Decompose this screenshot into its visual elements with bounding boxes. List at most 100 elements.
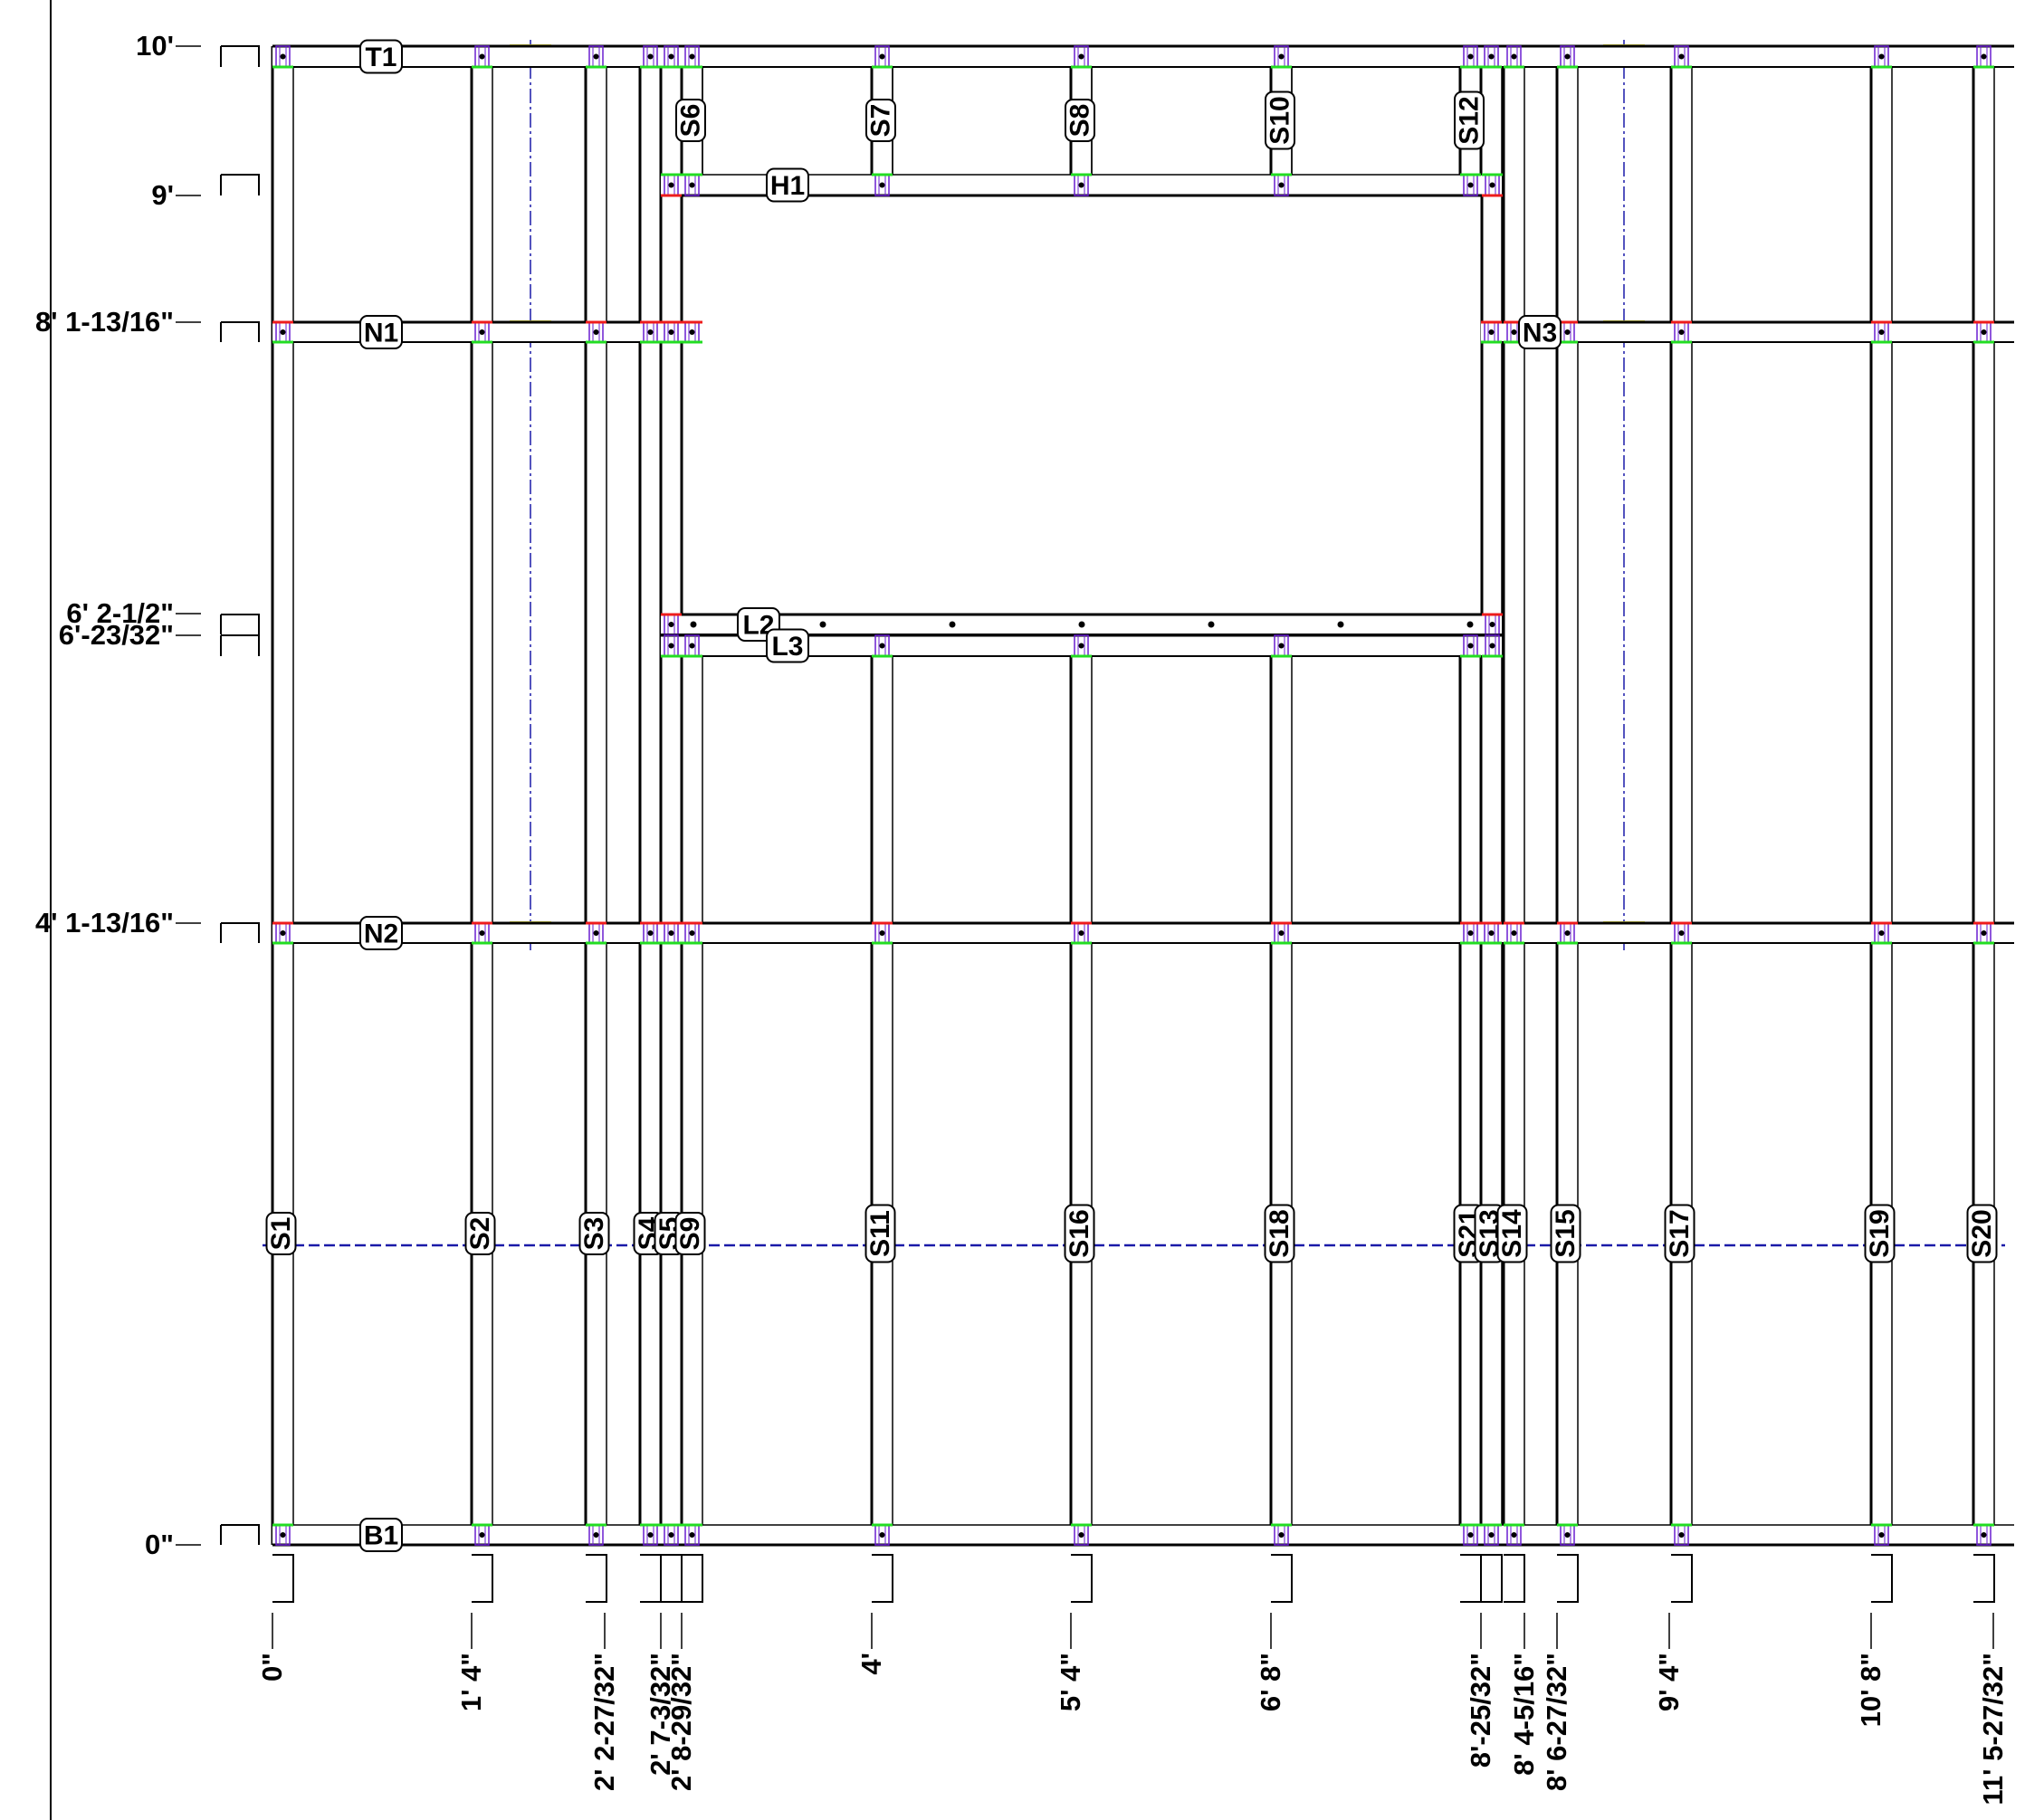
svg-text:10': 10' — [136, 30, 174, 62]
svg-text:2' 7-3/32": 2' 7-3/32" — [645, 1653, 676, 1776]
width-dim: 6' 8" — [1255, 1613, 1286, 1711]
svg-text:S14: S14 — [1497, 1209, 1527, 1258]
svg-text:5' 4": 5' 4" — [1055, 1653, 1086, 1711]
width-bracket — [1071, 1554, 1093, 1603]
plate-b1 — [272, 1523, 2014, 1547]
width-bracket — [1557, 1554, 1579, 1603]
svg-text:8' 1-13/16": 8' 1-13/16" — [35, 306, 174, 338]
svg-text:0": 0" — [145, 1529, 174, 1560]
svg-text:S19: S19 — [1865, 1209, 1895, 1257]
width-dim: 9' 4" — [1653, 1613, 1685, 1711]
svg-text:8' 4-5/16": 8' 4-5/16" — [1508, 1653, 1540, 1776]
width-bracket — [586, 1554, 607, 1603]
width-dim: 8'-25/32" — [1465, 1613, 1496, 1768]
svg-text:6' 2-1/2": 6' 2-1/2" — [66, 597, 174, 629]
svg-text:N1: N1 — [364, 319, 398, 348]
svg-text:N2: N2 — [364, 920, 398, 949]
plates-layer — [272, 44, 2014, 1547]
width-bracket — [640, 1554, 662, 1603]
svg-text:S9: S9 — [675, 1217, 705, 1251]
width-bracket — [272, 1554, 294, 1603]
svg-text:S10: S10 — [1266, 96, 1295, 144]
height-bracket — [220, 922, 260, 943]
stud-s15 — [1555, 46, 1579, 1545]
stud-s5 — [659, 46, 683, 1545]
width-dim: 2' 7-3/32" — [645, 1613, 676, 1776]
header-tag-l3: L3 — [766, 628, 809, 663]
height-dim: 9' — [151, 179, 201, 211]
svg-text:8'-25/32": 8'-25/32" — [1465, 1653, 1496, 1768]
width-bracket — [1481, 1554, 1503, 1603]
plate-tag-n1: N1 — [359, 315, 403, 349]
svg-text:S16: S16 — [1065, 1209, 1094, 1257]
stud-s2 — [470, 46, 493, 1545]
svg-text:S18: S18 — [1265, 1209, 1294, 1257]
plate-tag-b1: B1 — [359, 1518, 403, 1552]
svg-text:4' 1-13/16": 4' 1-13/16" — [35, 907, 174, 939]
plate-n2 — [272, 921, 2014, 945]
svg-text:1' 4": 1' 4" — [455, 1653, 487, 1711]
stud-s3 — [584, 46, 607, 1545]
stud-tag-s11: S11 — [864, 1204, 896, 1263]
height-bracket — [220, 174, 260, 195]
width-dim: 10' 8" — [1855, 1613, 1886, 1727]
header-tag-h1: H1 — [766, 167, 809, 203]
stud-s4 — [638, 46, 662, 1545]
width-dim: 0" — [256, 1613, 288, 1682]
svg-text:B1: B1 — [364, 1521, 398, 1551]
stud-tag-s20: S20 — [1966, 1204, 1998, 1263]
width-dim: 5' 4" — [1055, 1613, 1086, 1711]
height-bracket — [220, 1524, 260, 1545]
svg-text:9': 9' — [151, 179, 174, 211]
stud-tag-s14: S14 — [1496, 1204, 1528, 1263]
stud-tag-s15: S15 — [1550, 1204, 1581, 1263]
width-dimensions: 0" 1' 4" 2' 2-27/32" 2' 7-3/32"2' 8-29/32" 4… — [256, 1554, 2009, 1806]
svg-text:S7: S7 — [866, 104, 896, 138]
svg-text:0": 0" — [256, 1653, 288, 1682]
svg-text:S12: S12 — [1455, 96, 1485, 144]
cripple-tags-layer: S6 S7 S8 S10 S12 — [675, 91, 1485, 150]
width-bracket — [872, 1554, 893, 1603]
width-dim: 8' 4-5/16" — [1508, 1613, 1540, 1776]
stud-tag-s9: S9 — [674, 1212, 706, 1255]
plate-tag-n3: N3 — [1518, 315, 1562, 349]
height-bracket — [220, 45, 260, 67]
svg-text:2' 2-27/32": 2' 2-27/32" — [588, 1653, 620, 1791]
stud-tag-s1: S1 — [265, 1212, 297, 1255]
width-bracket — [661, 1554, 683, 1603]
stud-s17 — [1669, 46, 1693, 1545]
plate-tag-n2: N2 — [359, 916, 403, 950]
width-bracket — [1460, 1554, 1482, 1603]
svg-text:9' 4": 9' 4" — [1653, 1653, 1685, 1711]
svg-text:11' 5-27/32": 11' 5-27/32" — [1977, 1653, 2009, 1806]
width-dim: 11' 5-27/32" — [1977, 1613, 2009, 1806]
svg-text:2' 8-29/32": 2' 8-29/32" — [665, 1653, 697, 1791]
cripple-tag-s6: S6 — [675, 99, 706, 142]
svg-text:S1: S1 — [266, 1217, 296, 1251]
width-dim: 2' 8-29/32" — [665, 1613, 697, 1791]
height-bracket — [220, 634, 260, 656]
width-dim: 1' 4" — [455, 1613, 487, 1711]
plate-tag-t1: T1 — [359, 39, 403, 74]
stud-tag-s3: S3 — [578, 1212, 610, 1255]
cripple-tag-s7: S7 — [865, 99, 896, 142]
svg-text:T1: T1 — [365, 43, 396, 72]
width-bracket — [1973, 1554, 1995, 1603]
height-dim: 10' — [136, 30, 201, 62]
width-bracket — [1871, 1554, 1893, 1603]
svg-text:6'-23/32": 6'-23/32" — [59, 619, 174, 651]
svg-text:4': 4' — [855, 1653, 887, 1675]
height-dim: 6' 2-1/2" — [66, 597, 201, 629]
svg-text:10' 8": 10' 8" — [1855, 1653, 1886, 1727]
stud-tag-s17: S17 — [1664, 1204, 1695, 1263]
svg-text:S6: S6 — [676, 104, 706, 138]
svg-text:H1: H1 — [770, 171, 805, 201]
svg-text:L3: L3 — [771, 632, 803, 662]
svg-text:S8: S8 — [1065, 104, 1095, 138]
svg-text:8' 6-27/32": 8' 6-27/32" — [1541, 1653, 1572, 1791]
svg-text:N3: N3 — [1523, 319, 1557, 348]
cripple-tag-s8: S8 — [1065, 99, 1095, 142]
svg-text:S15: S15 — [1551, 1209, 1581, 1257]
